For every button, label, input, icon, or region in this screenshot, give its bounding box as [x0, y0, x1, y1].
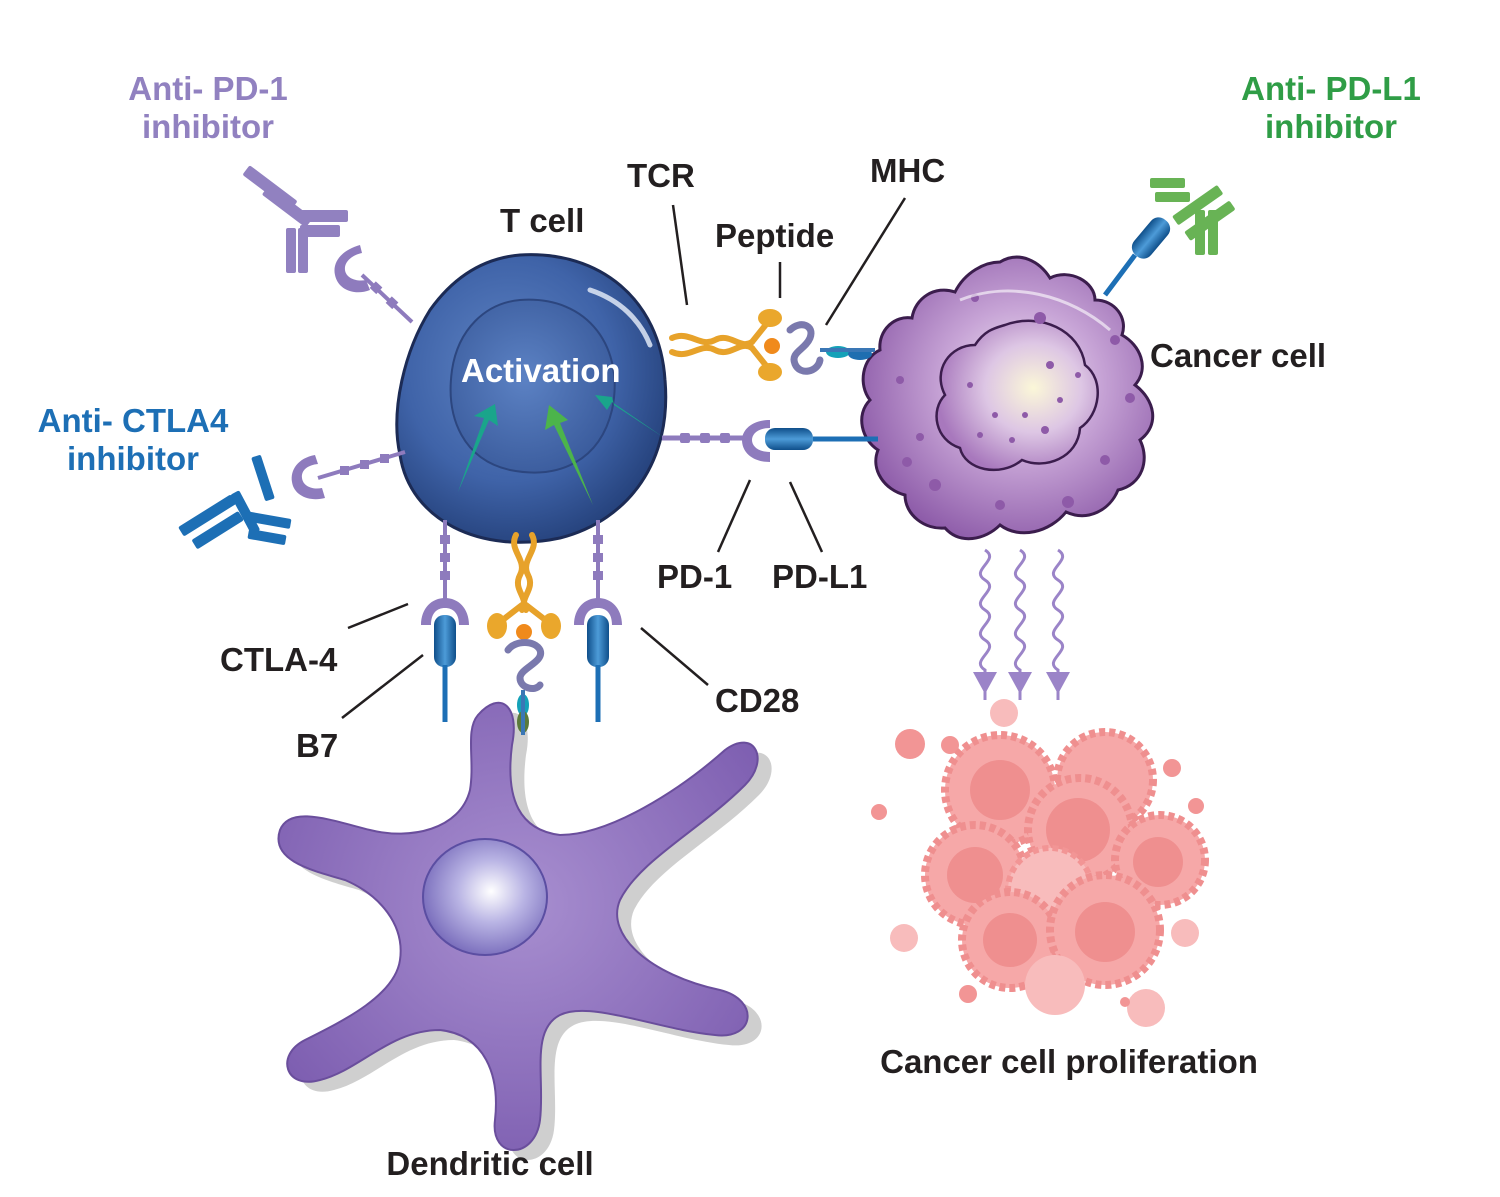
- t-cell: [395, 253, 668, 544]
- anti-pdl1-label-line2: inhibitor: [1265, 107, 1397, 145]
- proliferation-arrowheads: [973, 672, 1070, 694]
- activation-arrows: [458, 395, 663, 505]
- cancer-proliferation-cluster: [871, 699, 1209, 1027]
- b7-label: B7: [296, 727, 339, 764]
- pdl1-ligand: [765, 428, 878, 450]
- cancer-proliferation-label: Cancer cell proliferation: [880, 1043, 1258, 1080]
- anti-ctla4-label-line2: inhibitor: [67, 439, 199, 477]
- ctla4-on-t-cell: [291, 450, 406, 500]
- pd1-receptor: [662, 420, 770, 462]
- leader-lines: [341, 197, 907, 719]
- pd1-on-t-cell: [334, 245, 414, 324]
- dendritic-cell-label: Dendritic cell: [386, 1145, 594, 1182]
- anti-pdl1-label: Anti- PD-L1 inhibitor: [1241, 70, 1421, 146]
- anti-pd1-label: Anti- PD-1 inhibitor: [128, 70, 288, 146]
- anti-ctla4-label: Anti- CTLA4 inhibitor: [38, 402, 229, 478]
- dendritic-cell: [277, 701, 772, 1160]
- tcr-receptor: [669, 319, 771, 371]
- peptide-label: Peptide: [715, 217, 835, 254]
- mhc-molecule: [786, 321, 875, 375]
- activation-label: Activation: [461, 352, 621, 389]
- ctla4-b7-pair: [421, 520, 469, 722]
- anti-pdl1-antibody: [1150, 178, 1235, 255]
- proliferation-arrows: [978, 548, 1065, 700]
- anti-pd1-antibody: [243, 165, 348, 273]
- tcr-label: TCR: [627, 157, 695, 194]
- cd28-label: CD28: [715, 682, 800, 719]
- anti-pd1-label-line2: inhibitor: [142, 107, 274, 145]
- pd1-label: PD-1: [657, 558, 733, 595]
- dendritic-nucleus: [422, 838, 548, 956]
- anti-pdl1-label-line1: Anti- PD-L1: [1241, 70, 1421, 107]
- cancer-cell: [860, 255, 1155, 541]
- peptide-dot: [764, 338, 780, 354]
- mhc-label: MHC: [870, 152, 946, 189]
- cd28-b7-pair: [574, 520, 622, 722]
- anti-pd1-label-line1: Anti- PD-1: [128, 70, 288, 107]
- tcr-mhc-vertical: [487, 532, 561, 735]
- pdl1-label: PD-L1: [772, 558, 868, 595]
- t-cell-label: T cell: [500, 202, 585, 239]
- anti-ctla4-antibody: [178, 455, 292, 549]
- proliferating-cells: [921, 728, 1209, 1015]
- cancer-cell-label: Cancer cell: [1150, 337, 1327, 374]
- tcr-domains: [758, 309, 782, 381]
- pdl1-on-cancer: [1103, 217, 1171, 297]
- ctla4-label: CTLA-4: [220, 641, 338, 678]
- anti-ctla4-label-line1: Anti- CTLA4: [37, 402, 229, 439]
